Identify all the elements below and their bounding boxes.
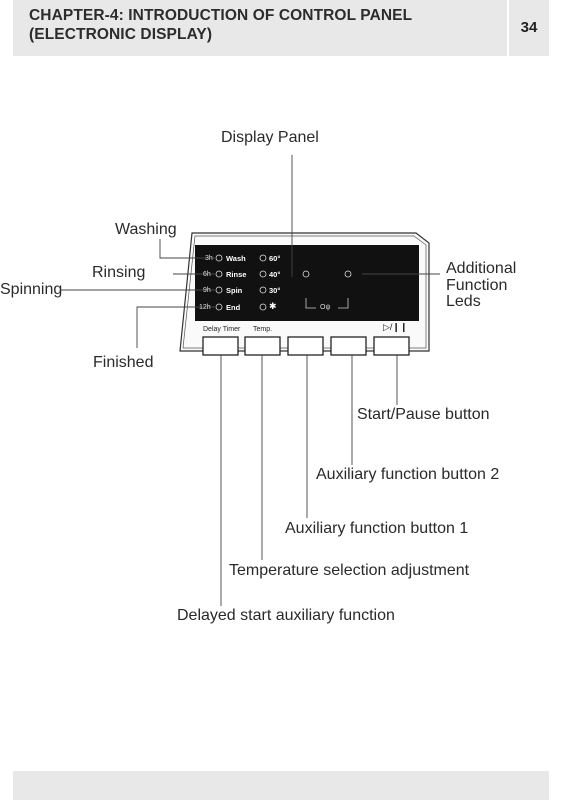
chapter-title-line1: CHAPTER-4: INTRODUCTION OF CONTROL PANEL bbox=[29, 7, 413, 24]
temp-button bbox=[244, 336, 281, 356]
finished-leader bbox=[136, 306, 216, 348]
temp-60: 60° bbox=[269, 254, 281, 263]
display-panel-label: Display Panel bbox=[221, 129, 319, 146]
delay-timer-label: Delay Timer bbox=[203, 326, 241, 333]
temp-30-led bbox=[259, 286, 267, 294]
temp-cold-led bbox=[259, 303, 267, 311]
stage-end: End bbox=[226, 303, 241, 312]
rinsing-label: Rinsing bbox=[92, 264, 146, 281]
time-6h: 6h bbox=[203, 271, 211, 278]
temp-60-led bbox=[259, 254, 267, 262]
page-number: 34 bbox=[520, 19, 538, 36]
additional-led-2 bbox=[344, 270, 352, 278]
spinning-label: Spinning bbox=[0, 281, 63, 298]
chapter-header: CHAPTER-4: INTRODUCTION OF CONTROL PANEL… bbox=[13, 0, 549, 56]
delay-timer-button bbox=[202, 336, 239, 356]
aux-button-2 bbox=[330, 336, 367, 356]
finished-label: Finished bbox=[93, 354, 154, 371]
page-footer bbox=[13, 771, 549, 800]
washing-leader bbox=[159, 239, 216, 259]
aux-button-1 bbox=[287, 336, 324, 356]
additional-label-line2: Function bbox=[446, 276, 508, 294]
child-lock-bracket-right bbox=[338, 298, 349, 309]
start-pause-button bbox=[373, 336, 410, 356]
additional-label-line1: Additional bbox=[446, 260, 517, 277]
start-pause-label: Start/Pause button bbox=[357, 406, 490, 423]
panel-bezel-inner bbox=[182, 235, 427, 349]
temp-40-led bbox=[259, 270, 267, 278]
temperature-label: Temperature selection adjustment bbox=[229, 562, 470, 579]
aux2-label: Auxiliary function button 2 bbox=[316, 466, 500, 483]
time-12h: 12h bbox=[199, 304, 211, 311]
child-lock-bracket-left bbox=[305, 298, 316, 309]
stage-rinse: Rinse bbox=[226, 270, 247, 279]
play-pause-icon: ▷/❙❙ bbox=[383, 322, 408, 332]
washing-label: Washing bbox=[115, 221, 177, 238]
page-number-box: 34 bbox=[507, 0, 549, 56]
stage-spin: Spin bbox=[226, 286, 243, 295]
additional-label-line3: Leds bbox=[446, 293, 481, 310]
temp-40: 40° bbox=[269, 270, 281, 279]
chapter-title: CHAPTER-4: INTRODUCTION OF CONTROL PANEL… bbox=[29, 6, 412, 44]
child-lock-icon: Oψ bbox=[320, 304, 331, 311]
additional-function-leds-label: Additional Function Leds bbox=[446, 260, 517, 311]
time-3h: 3h bbox=[205, 255, 213, 262]
time-9h: 9h bbox=[203, 287, 211, 294]
aux1-label: Auxiliary function button 1 bbox=[285, 520, 469, 537]
delayed-start-label: Delayed start auxiliary function bbox=[177, 607, 395, 624]
cold-wash-icon: ✱ bbox=[269, 301, 277, 311]
temp-30: 30° bbox=[269, 286, 281, 295]
stage-wash: Wash bbox=[226, 254, 246, 263]
temp-label: Temp. bbox=[253, 326, 273, 333]
additional-led-1 bbox=[302, 270, 310, 278]
chapter-title-line2: (ELECTRONIC DISPLAY) bbox=[29, 26, 213, 43]
